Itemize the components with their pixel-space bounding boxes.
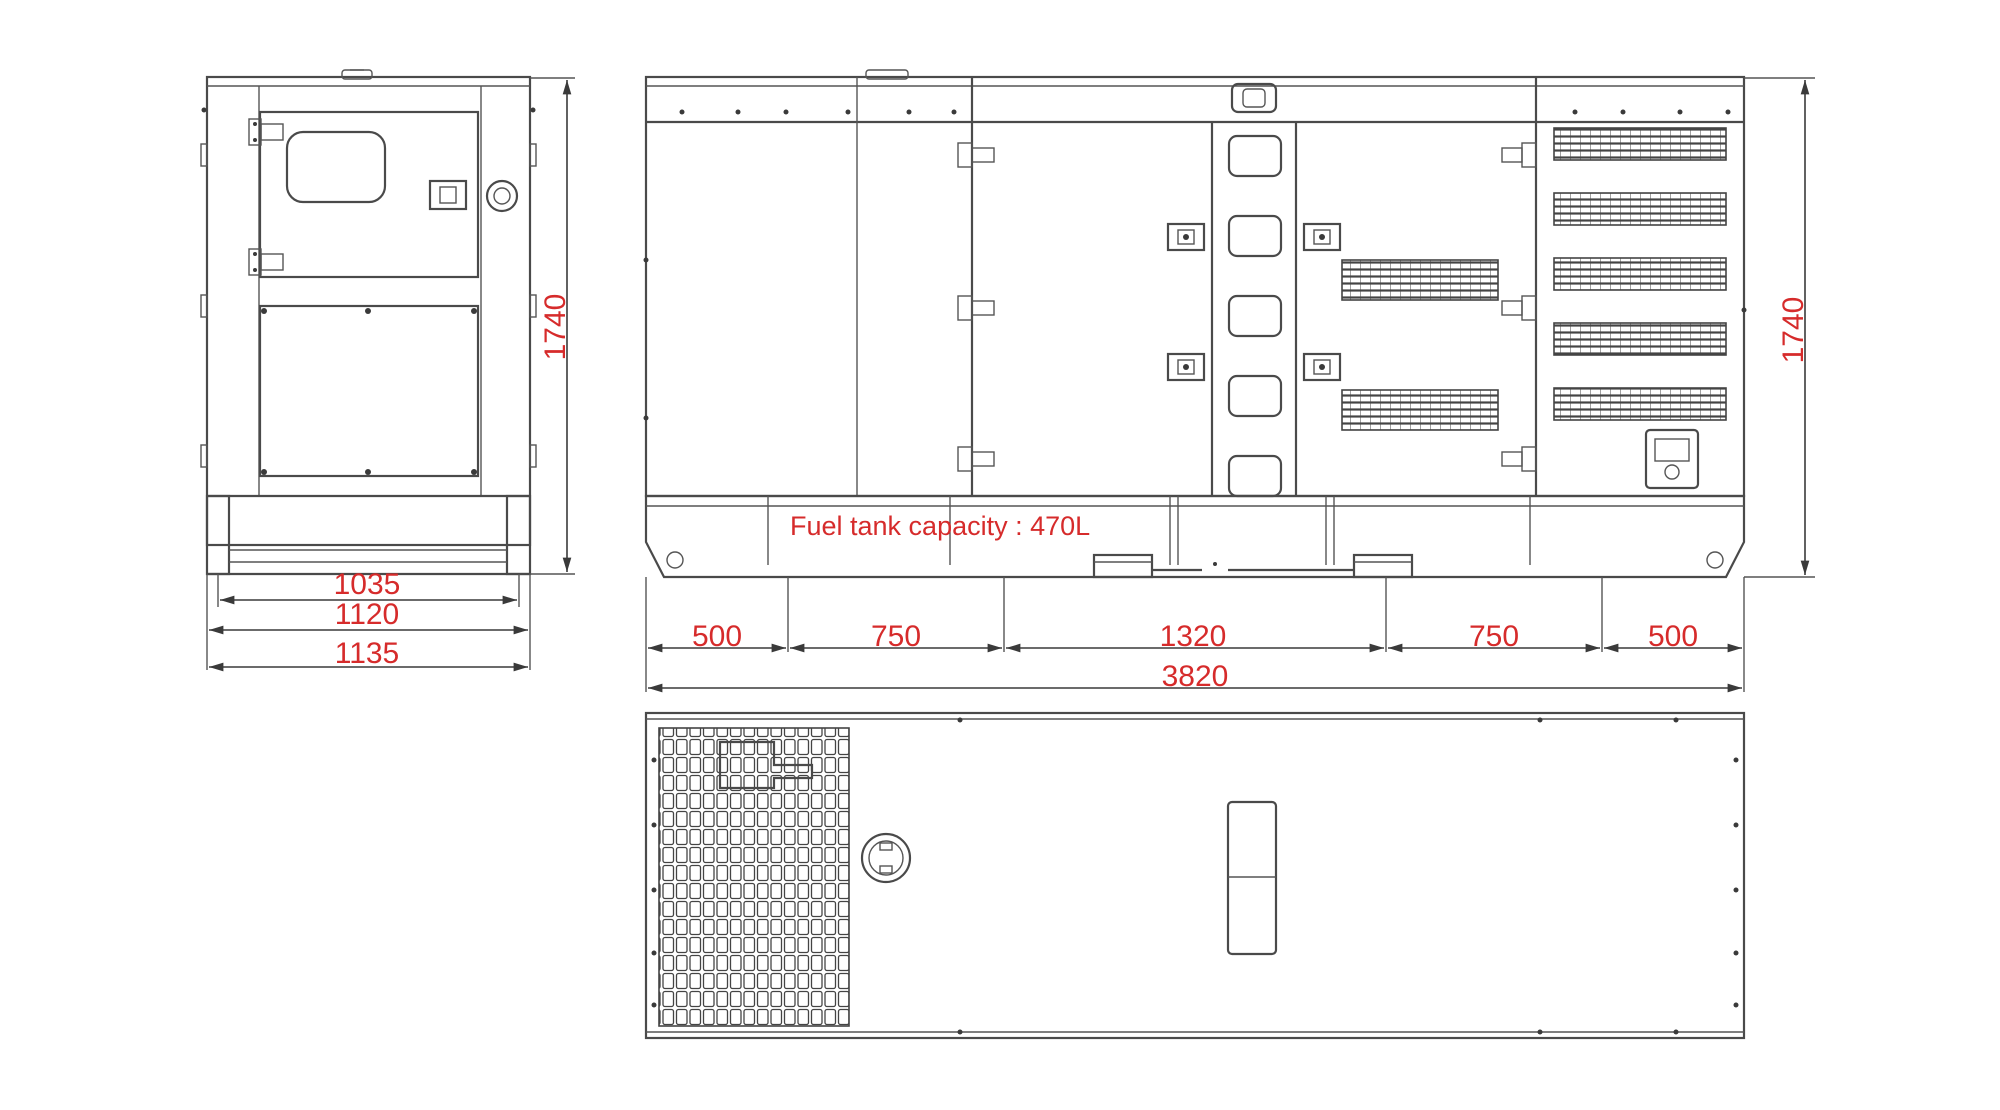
hinge-icon [957, 295, 995, 321]
side-view-dimensions [645, 77, 1815, 693]
dim-segment-1: 500 [692, 620, 742, 653]
dim-total-length: 3820 [1162, 660, 1229, 693]
door-lock-icon [1302, 352, 1342, 382]
hinge-icon [248, 118, 284, 146]
top-view [644, 711, 1746, 1040]
hinge-icon [1501, 142, 1537, 168]
dim-front-outer-width: 1135 [335, 637, 400, 670]
door-lock-icon [1166, 352, 1206, 382]
side-view [643, 69, 1747, 579]
exhaust-cap-icon [860, 832, 912, 884]
fuel-tank-note: Fuel tank capacity : 470L [790, 511, 1090, 541]
handle-lock-icon [1644, 428, 1700, 490]
hinge-icon [957, 142, 995, 168]
hinge-icon [248, 248, 284, 276]
dim-segment-5: 500 [1648, 620, 1698, 653]
door-lock-icon [1302, 222, 1342, 252]
hinge-icon [1501, 295, 1537, 321]
dim-front-height: 1740 [539, 294, 572, 361]
dim-segment-3: 1320 [1160, 620, 1227, 653]
dim-segment-4: 750 [1469, 620, 1519, 653]
front-view [200, 69, 537, 576]
hinge-icon [957, 446, 995, 472]
front-view-dimensions [206, 77, 575, 672]
door-lock-icon [1166, 222, 1206, 252]
dim-side-height: 1740 [1777, 297, 1810, 364]
dim-front-inner-width: 1035 [334, 568, 401, 601]
hinge-icon [1501, 446, 1537, 472]
dim-segment-2: 750 [871, 620, 921, 653]
dim-front-mid-width: 1120 [335, 598, 400, 631]
